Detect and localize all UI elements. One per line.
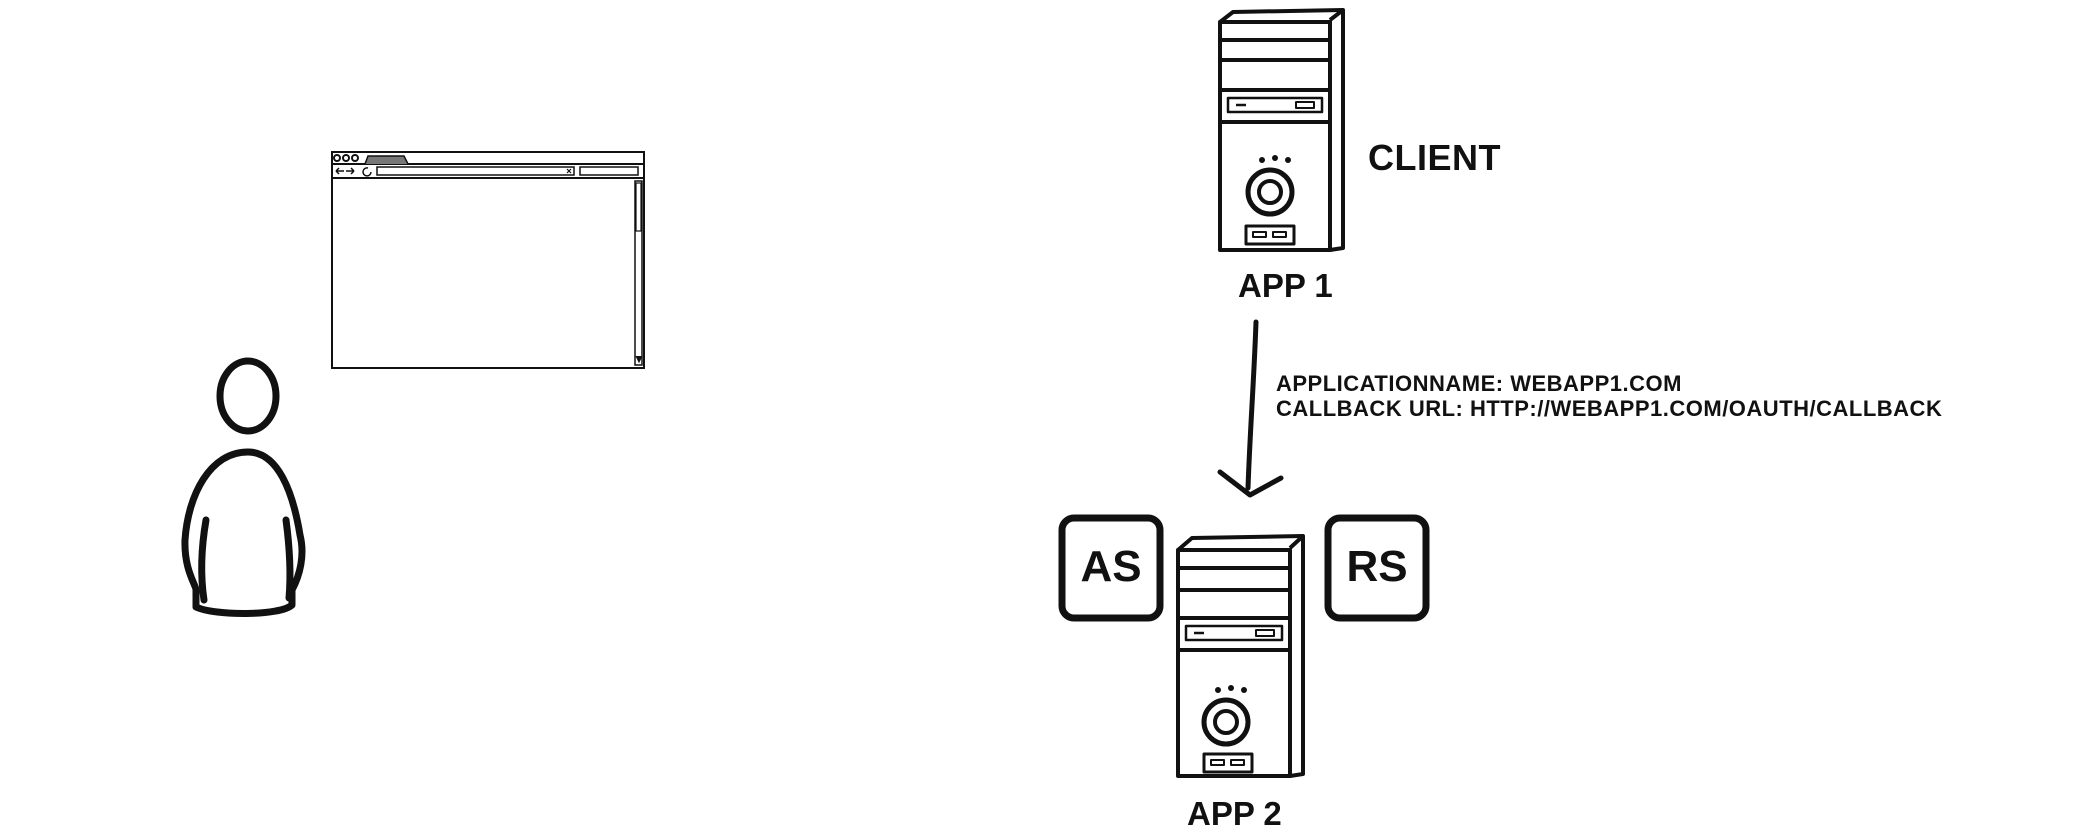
server-icon-app2 [1176,534,1305,778]
rs-label: RS [1346,542,1408,591]
user-icon [181,357,306,618]
as-box [1058,514,1164,622]
rs-box [1324,514,1430,622]
client-label: CLIENT [1368,137,1501,178]
browser-window-icon [331,151,645,369]
registration-note-line1: APPLICATIONNAME: WEBAPP1.COM [1276,371,1682,396]
registration-note-line2: CALLBACK URL: HTTP://WEBAPP1.COM/OAUTH/C… [1276,396,1943,421]
server-icon-app1 [1218,8,1345,252]
as-label: AS [1080,542,1142,591]
app2-label: APP 2 [1187,795,1282,832]
arrow-down-icon [1217,319,1284,498]
app1-label: APP 1 [1238,267,1333,304]
